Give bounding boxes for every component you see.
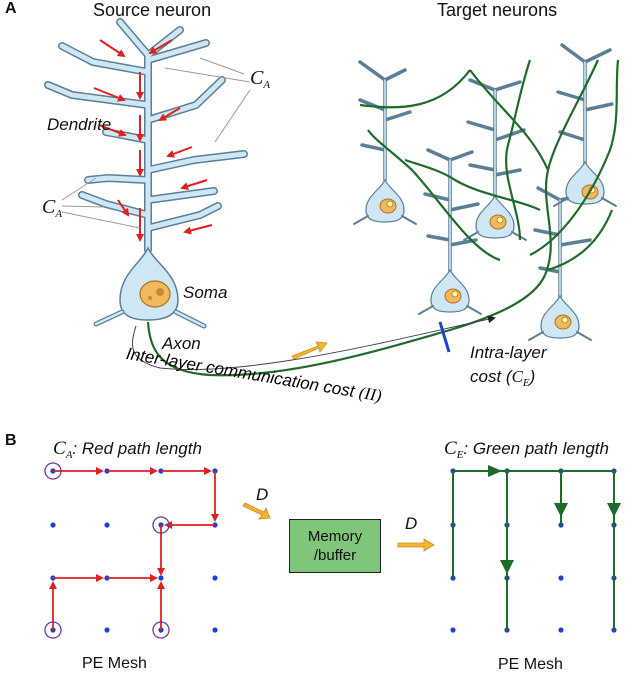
orange-arrow-b1 bbox=[242, 502, 271, 520]
target-neurons bbox=[353, 43, 617, 341]
intra-layer-marker bbox=[438, 321, 451, 353]
intra-layer-label-line1: Intra-layer bbox=[470, 343, 547, 362]
dendrite-label: Dendrite bbox=[47, 115, 112, 134]
pe-mesh-left-caption: PE Mesh bbox=[82, 655, 147, 672]
memory-label-line1: Memory bbox=[307, 528, 363, 545]
memory-label-line2: /buffer bbox=[313, 547, 357, 564]
pe-mesh-right-caption: PE Mesh bbox=[498, 656, 563, 673]
target-neurons-title: Target neurons bbox=[437, 0, 558, 20]
pe-dot bbox=[212, 627, 218, 633]
ca-red-path-label: CA: Red path length bbox=[53, 438, 202, 461]
soma-label: Soma bbox=[183, 283, 228, 302]
ca-label-top: CA bbox=[250, 67, 271, 91]
pe-mesh-left bbox=[50, 468, 218, 633]
d-label-right: D bbox=[405, 514, 418, 533]
pe-dot bbox=[50, 522, 56, 528]
pe-dot bbox=[158, 575, 164, 581]
orange-arrow-b2 bbox=[397, 538, 435, 552]
pe-dot bbox=[450, 627, 456, 633]
panel-b-letter: B bbox=[5, 432, 17, 449]
intra-layer-label-line2: cost (CE) bbox=[470, 367, 536, 389]
pe-dot bbox=[558, 575, 564, 581]
inter-layer-cost-line bbox=[131, 315, 496, 371]
pe-mesh-right bbox=[450, 468, 617, 633]
orange-arrow-a bbox=[291, 341, 328, 360]
ca-label-left: CA bbox=[42, 196, 63, 220]
pe-dot bbox=[558, 627, 564, 633]
pe-dot bbox=[104, 522, 110, 528]
red-dendrite-arrows bbox=[93, 39, 213, 242]
ca-pointer-lines bbox=[61, 57, 251, 229]
red-paths bbox=[49, 467, 219, 630]
pe-dot bbox=[212, 575, 218, 581]
source-pe-circles bbox=[44, 462, 170, 639]
pe-dot bbox=[104, 627, 110, 633]
source-neuron-title: Source neuron bbox=[93, 0, 212, 20]
green-paths bbox=[452, 470, 615, 630]
axon-green bbox=[146, 59, 620, 377]
source-neuron bbox=[44, 18, 248, 329]
green-arrowheads bbox=[488, 465, 621, 574]
axon-label: Axon bbox=[162, 334, 201, 353]
ce-green-path-label: CE: Green path length bbox=[444, 438, 609, 461]
memory-buffer-box: Memory /buffer bbox=[289, 519, 381, 573]
d-label-left: D bbox=[256, 485, 269, 504]
panel-a-letter: A bbox=[5, 0, 17, 17]
